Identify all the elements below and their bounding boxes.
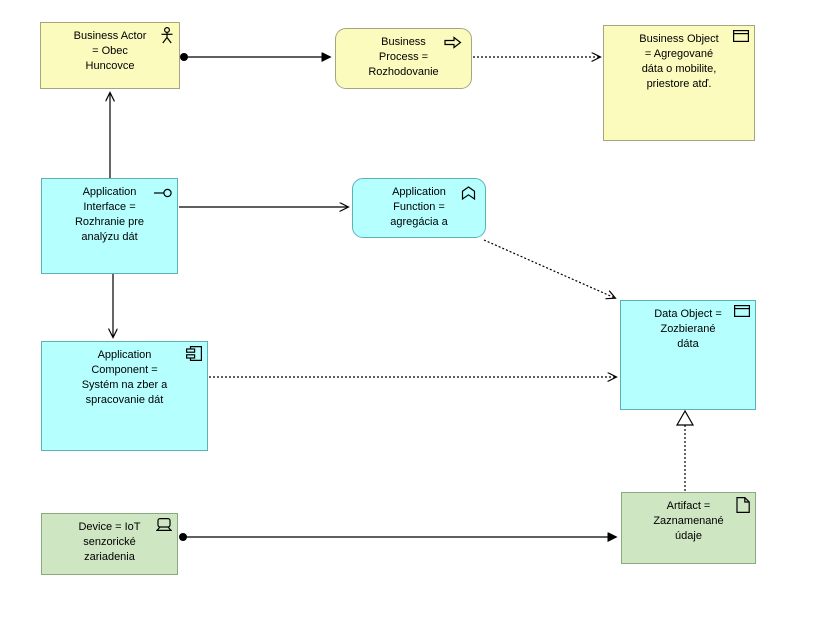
- label-line: dáta: [677, 338, 699, 350]
- label-line: analýzu dát: [81, 231, 138, 243]
- node-device[interactable]: Device = IoT senzorické zariadenia: [41, 513, 178, 575]
- label-line: priestore atď.: [646, 78, 712, 90]
- connector-actor-to-process: [180, 53, 330, 61]
- node-label: Business Actor = Obec Huncovce: [41, 23, 179, 74]
- node-label: Application Interface = Rozhranie pre an…: [42, 179, 177, 245]
- node-label: Artifact = Zaznamenané údaje: [622, 493, 755, 544]
- label-line: spracovanie dát: [85, 394, 164, 406]
- node-application-component[interactable]: Application Component = Systém na zber a…: [41, 341, 208, 451]
- label-line: Application: [97, 349, 152, 361]
- label-line: senzorické: [83, 536, 136, 548]
- label-line: Application: [82, 186, 137, 198]
- node-application-interface[interactable]: Application Interface = Rozhranie pre an…: [41, 178, 178, 274]
- node-data-object[interactable]: Data Object = Zozbierané dáta: [620, 300, 756, 410]
- label-line: Business: [381, 36, 426, 48]
- label-line: Process =: [378, 51, 429, 63]
- actor-icon: [160, 27, 174, 44]
- connector-artifact-to-dataobject: [675, 409, 695, 491]
- label-line: Component =: [91, 364, 158, 376]
- label-line: Zozbierané: [660, 323, 716, 335]
- connector-function-to-dataobject: [483, 239, 615, 298]
- node-label: Business Process = Rozhodovanie: [336, 29, 471, 80]
- interface-icon: [154, 188, 172, 198]
- node-label: Application Component = Systém na zber a…: [42, 342, 207, 408]
- label-line: Rozhodovanie: [368, 66, 439, 78]
- label-line: Zaznamenané: [653, 515, 724, 527]
- node-label: Business Object = Agregované dáta o mobi…: [604, 26, 754, 92]
- process-icon: [444, 36, 462, 49]
- function-icon: [461, 186, 476, 200]
- label-line: = Obec: [92, 45, 128, 57]
- object-icon: [734, 305, 750, 317]
- device-icon: [156, 518, 172, 531]
- component-icon: [186, 346, 202, 361]
- label-line: zariadenia: [84, 551, 135, 563]
- label-line: agregácia a: [390, 216, 448, 228]
- label-line: dáta o mobilite,: [641, 63, 717, 75]
- node-application-function[interactable]: Application Function = agregácia a: [352, 178, 486, 238]
- node-business-actor[interactable]: Business Actor = Obec Huncovce: [40, 22, 180, 89]
- artifact-icon: [736, 497, 750, 513]
- label-line: Systém na zber a: [81, 379, 168, 391]
- label-line: Data Object =: [654, 308, 722, 320]
- connector-device-to-artifact: [179, 533, 616, 541]
- label-line: Interface =: [83, 201, 136, 213]
- label-line: = Agregované: [644, 48, 714, 60]
- label-line: Business Actor: [73, 30, 147, 42]
- label-line: údaje: [675, 530, 702, 542]
- label-line: Function =: [393, 201, 445, 213]
- node-business-object[interactable]: Business Object = Agregované dáta o mobi…: [603, 25, 755, 141]
- label-line: Huncovce: [85, 60, 135, 72]
- label-line: Application: [392, 186, 446, 198]
- object-icon: [733, 30, 749, 42]
- label-line: Artifact =: [666, 500, 711, 512]
- label-line: Rozhranie pre: [74, 216, 145, 228]
- label-line: Device = IoT: [78, 521, 141, 533]
- node-label: Application Function = agregácia a: [353, 179, 485, 230]
- node-artifact[interactable]: Artifact = Zaznamenané údaje: [621, 492, 756, 564]
- node-label: Data Object = Zozbierané dáta: [621, 301, 755, 352]
- label-line: Business Object: [639, 33, 719, 45]
- node-label: Device = IoT senzorické zariadenia: [42, 514, 177, 565]
- node-business-process[interactable]: Business Process = Rozhodovanie: [335, 28, 472, 89]
